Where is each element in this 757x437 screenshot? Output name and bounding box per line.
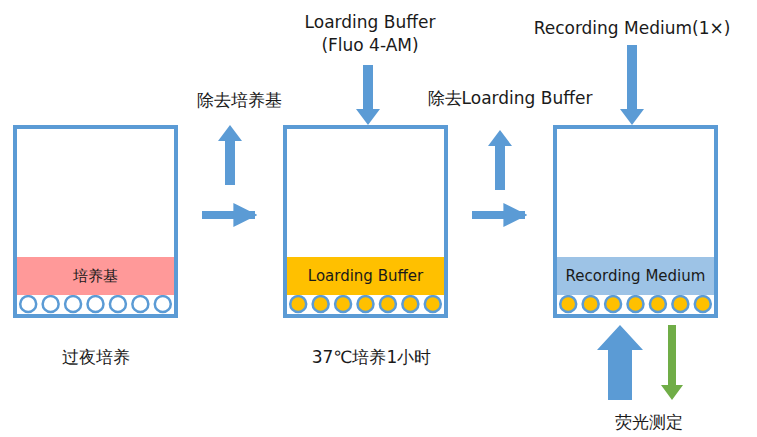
remove-arrow [218, 125, 242, 185]
cell [358, 296, 374, 312]
cell [88, 296, 104, 312]
liquid-layer: Loarding Buffer [287, 257, 444, 295]
step-caption: 37℃培养1小时 [312, 346, 432, 369]
remove-arrow [488, 130, 512, 190]
cell [672, 296, 688, 312]
cell [313, 296, 329, 312]
cell [560, 296, 576, 312]
emission-arrow [661, 325, 683, 400]
step-label: Loarding Buffer (Fluo 4-AM) [283, 11, 458, 57]
layer-label: 培养基 [73, 267, 118, 286]
cell [583, 296, 599, 312]
culture-well: 荧光测定Recording Medium [553, 125, 718, 318]
liquid-layer: Recording Medium [557, 257, 714, 295]
cell [132, 296, 148, 312]
cell [695, 296, 711, 312]
culture-well: 37℃培养1小时Loarding Buffer [283, 125, 448, 318]
cell [155, 296, 171, 312]
step-caption: 荧光测定 [615, 411, 683, 434]
step-label: 除去Loarding Buffer [428, 87, 593, 110]
cell [380, 296, 396, 312]
liquid-layer: 培养基 [17, 257, 174, 295]
cell [290, 296, 306, 312]
flow-arrow [202, 211, 255, 219]
step-caption: 过夜培养 [62, 346, 130, 369]
cell [65, 296, 81, 312]
cell [605, 296, 621, 312]
step-label: 除去培养基 [197, 89, 282, 112]
culture-well: 过夜培养培养基 [13, 125, 178, 318]
cell [110, 296, 126, 312]
layer-label: Loarding Buffer [308, 267, 423, 285]
step-label: Recording Medium(1×) [534, 17, 731, 40]
cell [402, 296, 418, 312]
cell [628, 296, 644, 312]
layer-label: Recording Medium [566, 267, 706, 285]
cell [335, 296, 351, 312]
cell [650, 296, 666, 312]
flow-arrow [472, 211, 525, 219]
add-arrow [620, 45, 644, 125]
cell [43, 296, 59, 312]
cell [425, 296, 441, 312]
add-arrow [356, 65, 380, 125]
excitation-arrow [597, 325, 643, 400]
cell-row [20, 296, 711, 312]
cell [20, 296, 36, 312]
